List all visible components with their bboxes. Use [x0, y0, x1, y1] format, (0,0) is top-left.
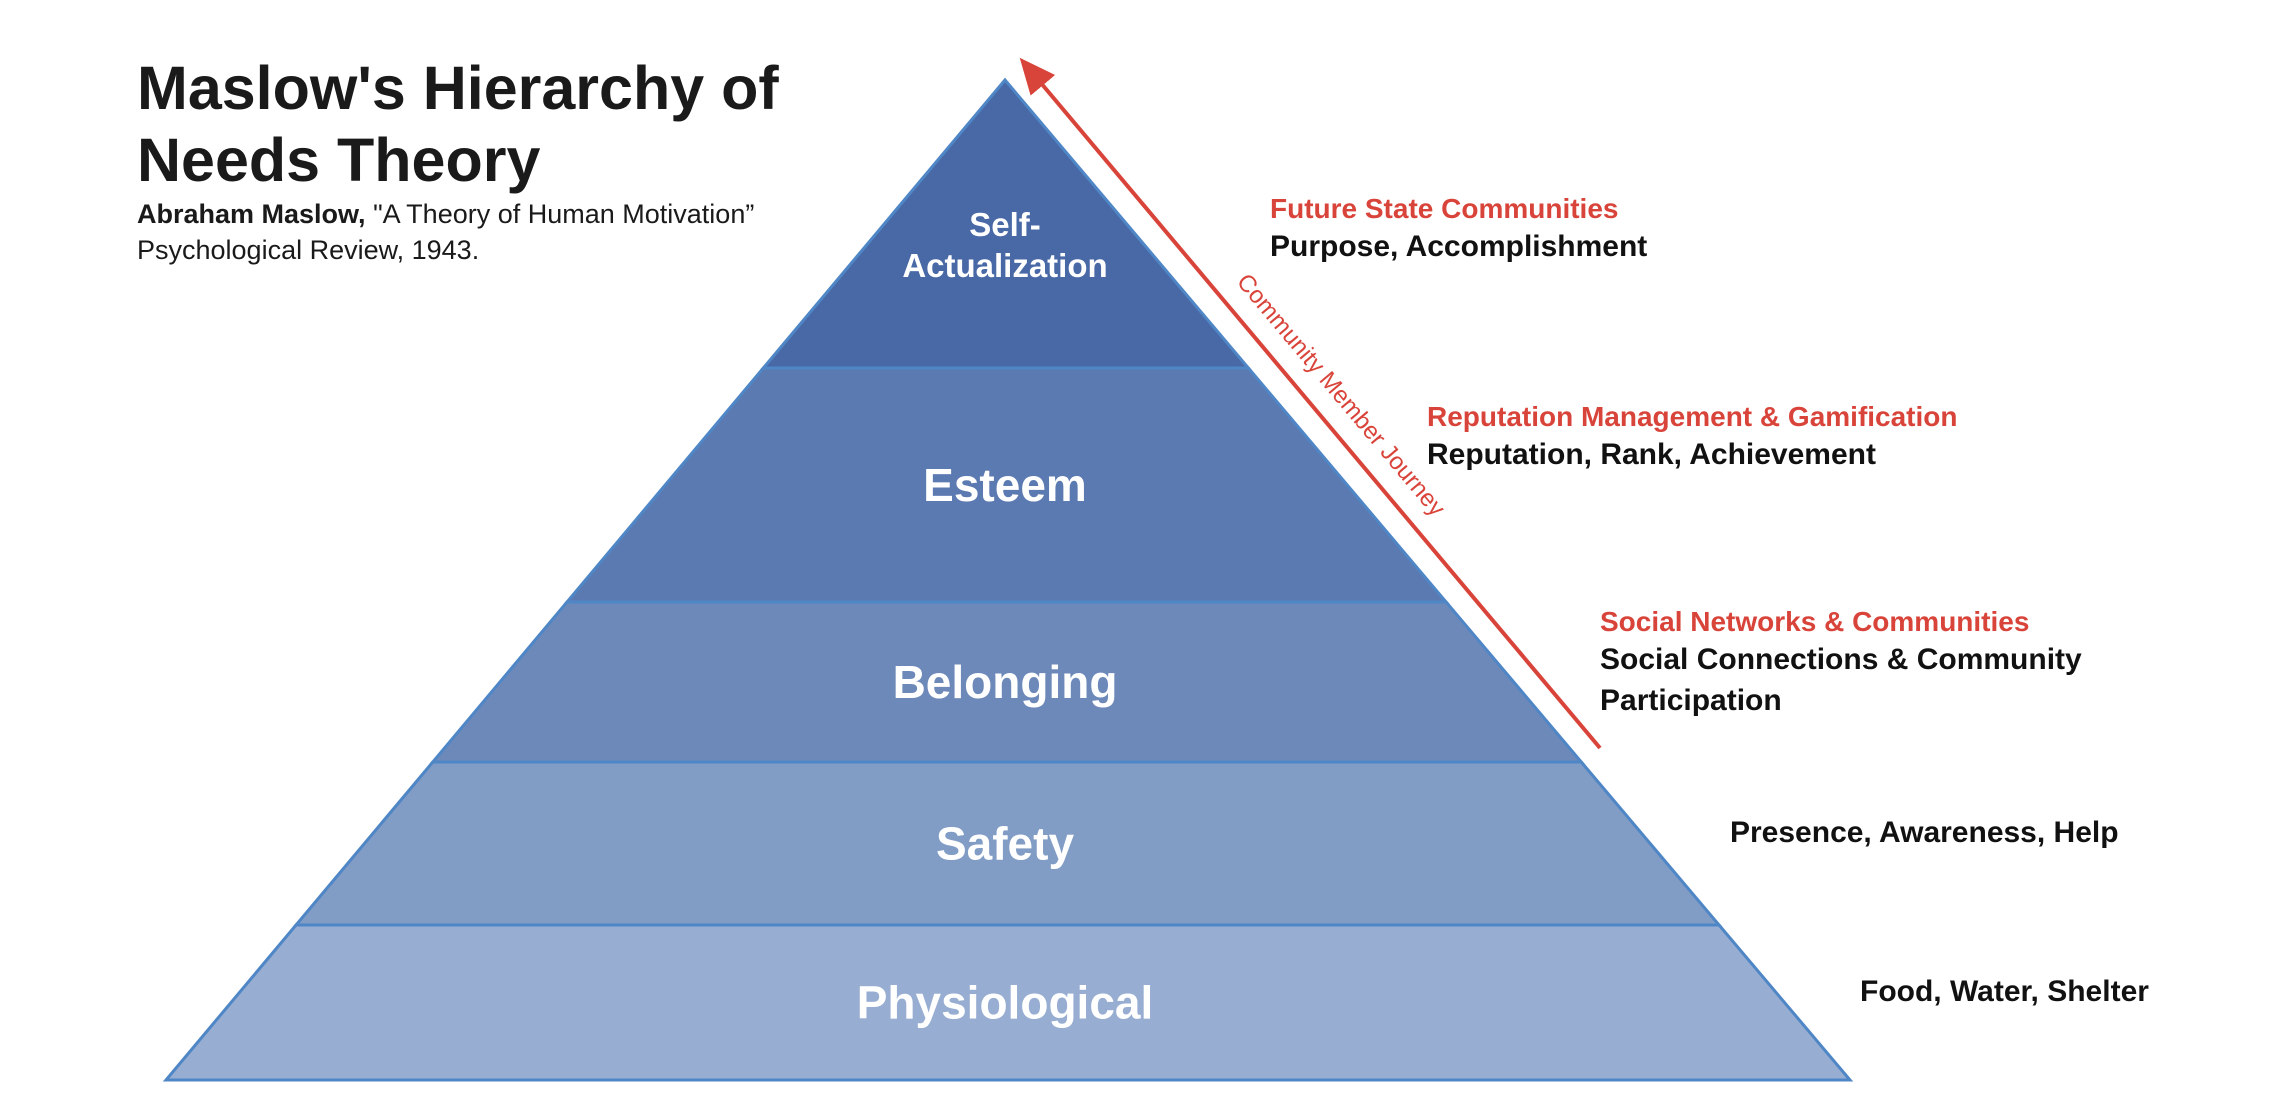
- annotation-line: Presence, Awareness, Help: [1730, 816, 2119, 849]
- annotation-physiological: Food, Water, Shelter: [1860, 975, 2149, 1008]
- pyramid: Self-ActualizationEsteemBelongingSafetyP…: [162, 77, 1854, 1082]
- citation: Abraham Maslow, "A Theory of Human Motiv…: [137, 196, 754, 268]
- level-label-self-actualization-1: Self-: [969, 206, 1041, 243]
- title-line-2: Needs Theory: [137, 126, 541, 194]
- page-title: Maslow's Hierarchy of Needs Theory: [137, 52, 779, 196]
- annotation-heading: Social Networks & Communities: [1600, 606, 2029, 637]
- citation-source: Psychological Review, 1943.: [137, 235, 480, 265]
- level-label-esteem: Esteem: [923, 459, 1087, 511]
- citation-work: "A Theory of Human Motivation”: [365, 199, 755, 229]
- level-label-self-actualization-2: Actualization: [902, 247, 1107, 284]
- pyramid-level-physiological: [162, 923, 1854, 1082]
- annotation-line: Reputation, Rank, Achievement: [1427, 438, 1876, 471]
- annotation-heading: Future State Communities: [1270, 193, 1618, 224]
- annotation-line: Purpose, Accomplishment: [1270, 230, 1647, 263]
- level-label-physiological: Physiological: [857, 977, 1154, 1029]
- annotation-heading: Reputation Management & Gamification: [1427, 401, 1958, 432]
- level-label-safety: Safety: [936, 818, 1074, 870]
- level-label-belonging: Belonging: [893, 656, 1118, 708]
- journey-arrow: [1019, 57, 1602, 750]
- annotation-line: Social Connections & Community: [1600, 643, 2082, 676]
- annotation-line: Food, Water, Shelter: [1860, 975, 2149, 1008]
- annotation-safety: Presence, Awareness, Help: [1730, 816, 2119, 849]
- annotation-esteem: Reputation Management & GamificationRepu…: [1427, 401, 1958, 471]
- title-line-1: Maslow's Hierarchy of: [137, 54, 779, 122]
- citation-author: Abraham Maslow,: [137, 199, 366, 229]
- annotation-line: Participation: [1600, 684, 1782, 717]
